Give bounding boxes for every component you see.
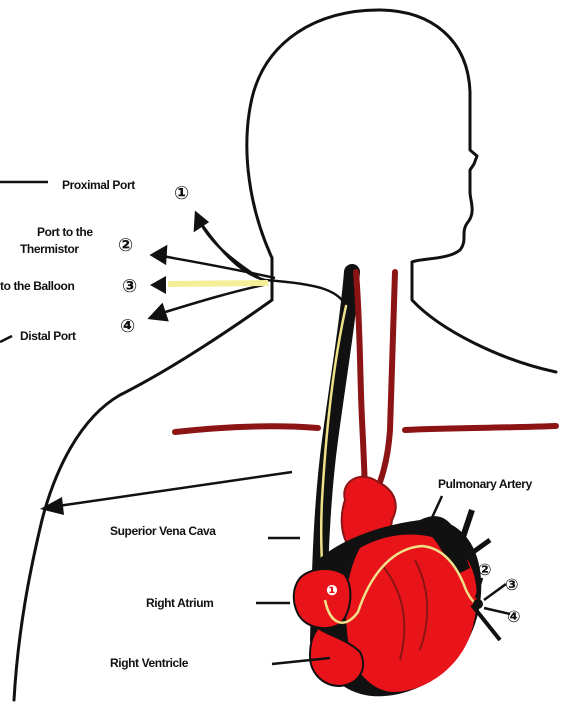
proximal-port-label: Proximal Port [62, 178, 135, 192]
tip-2-marker: ② [478, 560, 492, 579]
left-shoulder-outline [14, 258, 272, 700]
atrium-opening-marker: ❶ [326, 583, 338, 599]
port-1-marker: ① [174, 183, 189, 204]
balloon-inflation-line [168, 283, 268, 284]
tip-4-marker: ④ [507, 607, 521, 626]
arrow-line-4 [162, 284, 268, 313]
right-atrium-label: Right Atrium [146, 596, 213, 610]
port-thermistor-label-line1: Port to the [37, 225, 93, 239]
port-3-marker: ③ [122, 276, 137, 297]
port-thermistor-label-line2: Thermistor [20, 242, 79, 256]
arrow-head-3 [150, 276, 166, 294]
tip-3-marker: ③ [505, 575, 519, 594]
right-neck-vessel [370, 272, 395, 500]
subclavian-left [175, 426, 318, 432]
distal-port-label: Distal Port [20, 329, 76, 343]
port-4-marker: ④ [120, 316, 135, 337]
right-ventricle-label: Right Ventricle [110, 656, 189, 670]
right-atrium [294, 569, 351, 628]
pulmonary-artery-label: Pulmonary Artery [438, 477, 533, 491]
port-balloon-label: to the Balloon [0, 279, 74, 293]
arrow-line-2 [162, 256, 275, 278]
head-and-neck-outline [247, 10, 556, 372]
left-neck-vessel-red [356, 272, 365, 500]
distal-port-line [0, 336, 12, 342]
port-lines [0, 182, 348, 342]
subclavian-right [405, 426, 556, 430]
port-2-marker: ② [118, 235, 133, 256]
arrow-head-2 [152, 247, 166, 263]
catheter-tip [473, 599, 483, 609]
shoulder-arrow [40, 472, 292, 515]
superior-vena-cava-label: Superior Vena Cava [110, 524, 216, 538]
tip3-leader [484, 584, 506, 600]
arrow-head-4 [150, 305, 167, 320]
